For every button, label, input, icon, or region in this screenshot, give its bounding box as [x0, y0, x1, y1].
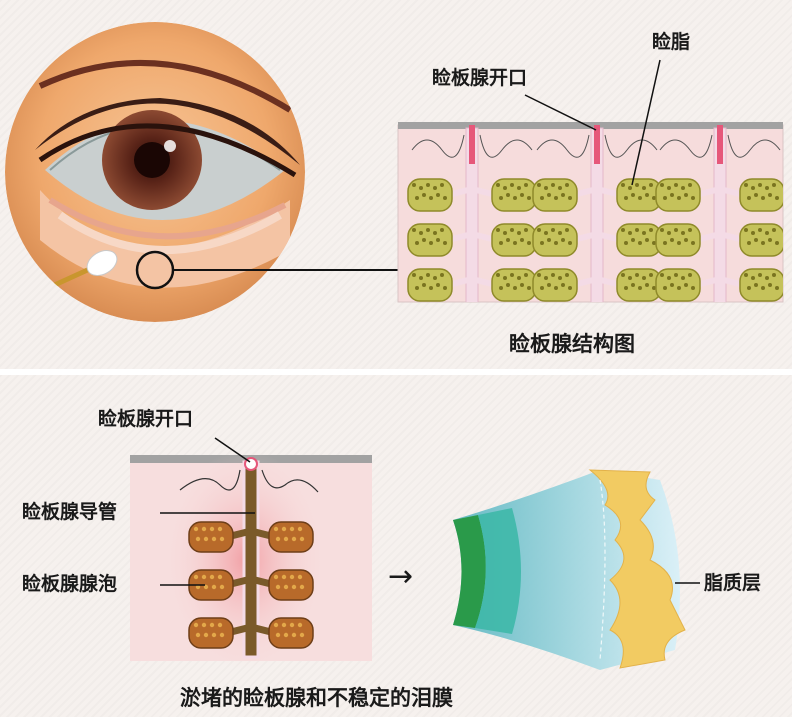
acinus	[532, 268, 578, 302]
acinus	[739, 268, 783, 302]
eye-illustration	[5, 22, 305, 322]
blocked-acinus	[268, 617, 314, 649]
caption-gland-structure: 睑板腺结构图	[509, 332, 635, 356]
leader-opening-top	[524, 94, 597, 131]
mucin-layer	[453, 515, 486, 628]
acinus	[655, 223, 701, 257]
label-gland-opening-bottom: 睑板腺开口	[98, 408, 194, 430]
acinus	[407, 268, 453, 302]
acinus	[532, 178, 578, 212]
label-lipid: 睑脂	[652, 31, 691, 53]
arrow-right-icon: →	[388, 559, 414, 594]
label-gland-acinus: 睑板腺腺泡	[22, 573, 118, 595]
blocked-acinus	[268, 521, 314, 553]
label-lipid-layer: 脂质层	[704, 572, 762, 594]
blocked-acinus	[268, 569, 314, 601]
gland-structure-bottom	[130, 450, 372, 670]
gland-structure-top	[397, 122, 784, 303]
panel-divider	[0, 369, 792, 375]
label-gland-duct: 睑板腺导管	[22, 501, 118, 523]
acinus	[532, 223, 578, 257]
acinus	[655, 178, 701, 212]
swab-tip	[86, 250, 118, 276]
lipid-layer	[588, 469, 686, 669]
caption-blocked-gland: 淤堵的睑板腺和不稳定的泪膜	[180, 686, 453, 710]
acinus	[739, 178, 783, 212]
label-gland-opening-top: 睑板腺开口	[432, 67, 528, 89]
acinus	[407, 178, 453, 212]
pupil	[134, 142, 170, 178]
leader-opening-bottom	[214, 437, 251, 463]
blocked-acinus	[188, 521, 234, 553]
blocked-acinus	[188, 617, 234, 649]
leader-lipid-top	[631, 59, 661, 186]
acinus	[739, 223, 783, 257]
acinus	[407, 223, 453, 257]
acinus	[655, 268, 701, 302]
tear-film-illustration	[453, 469, 686, 670]
